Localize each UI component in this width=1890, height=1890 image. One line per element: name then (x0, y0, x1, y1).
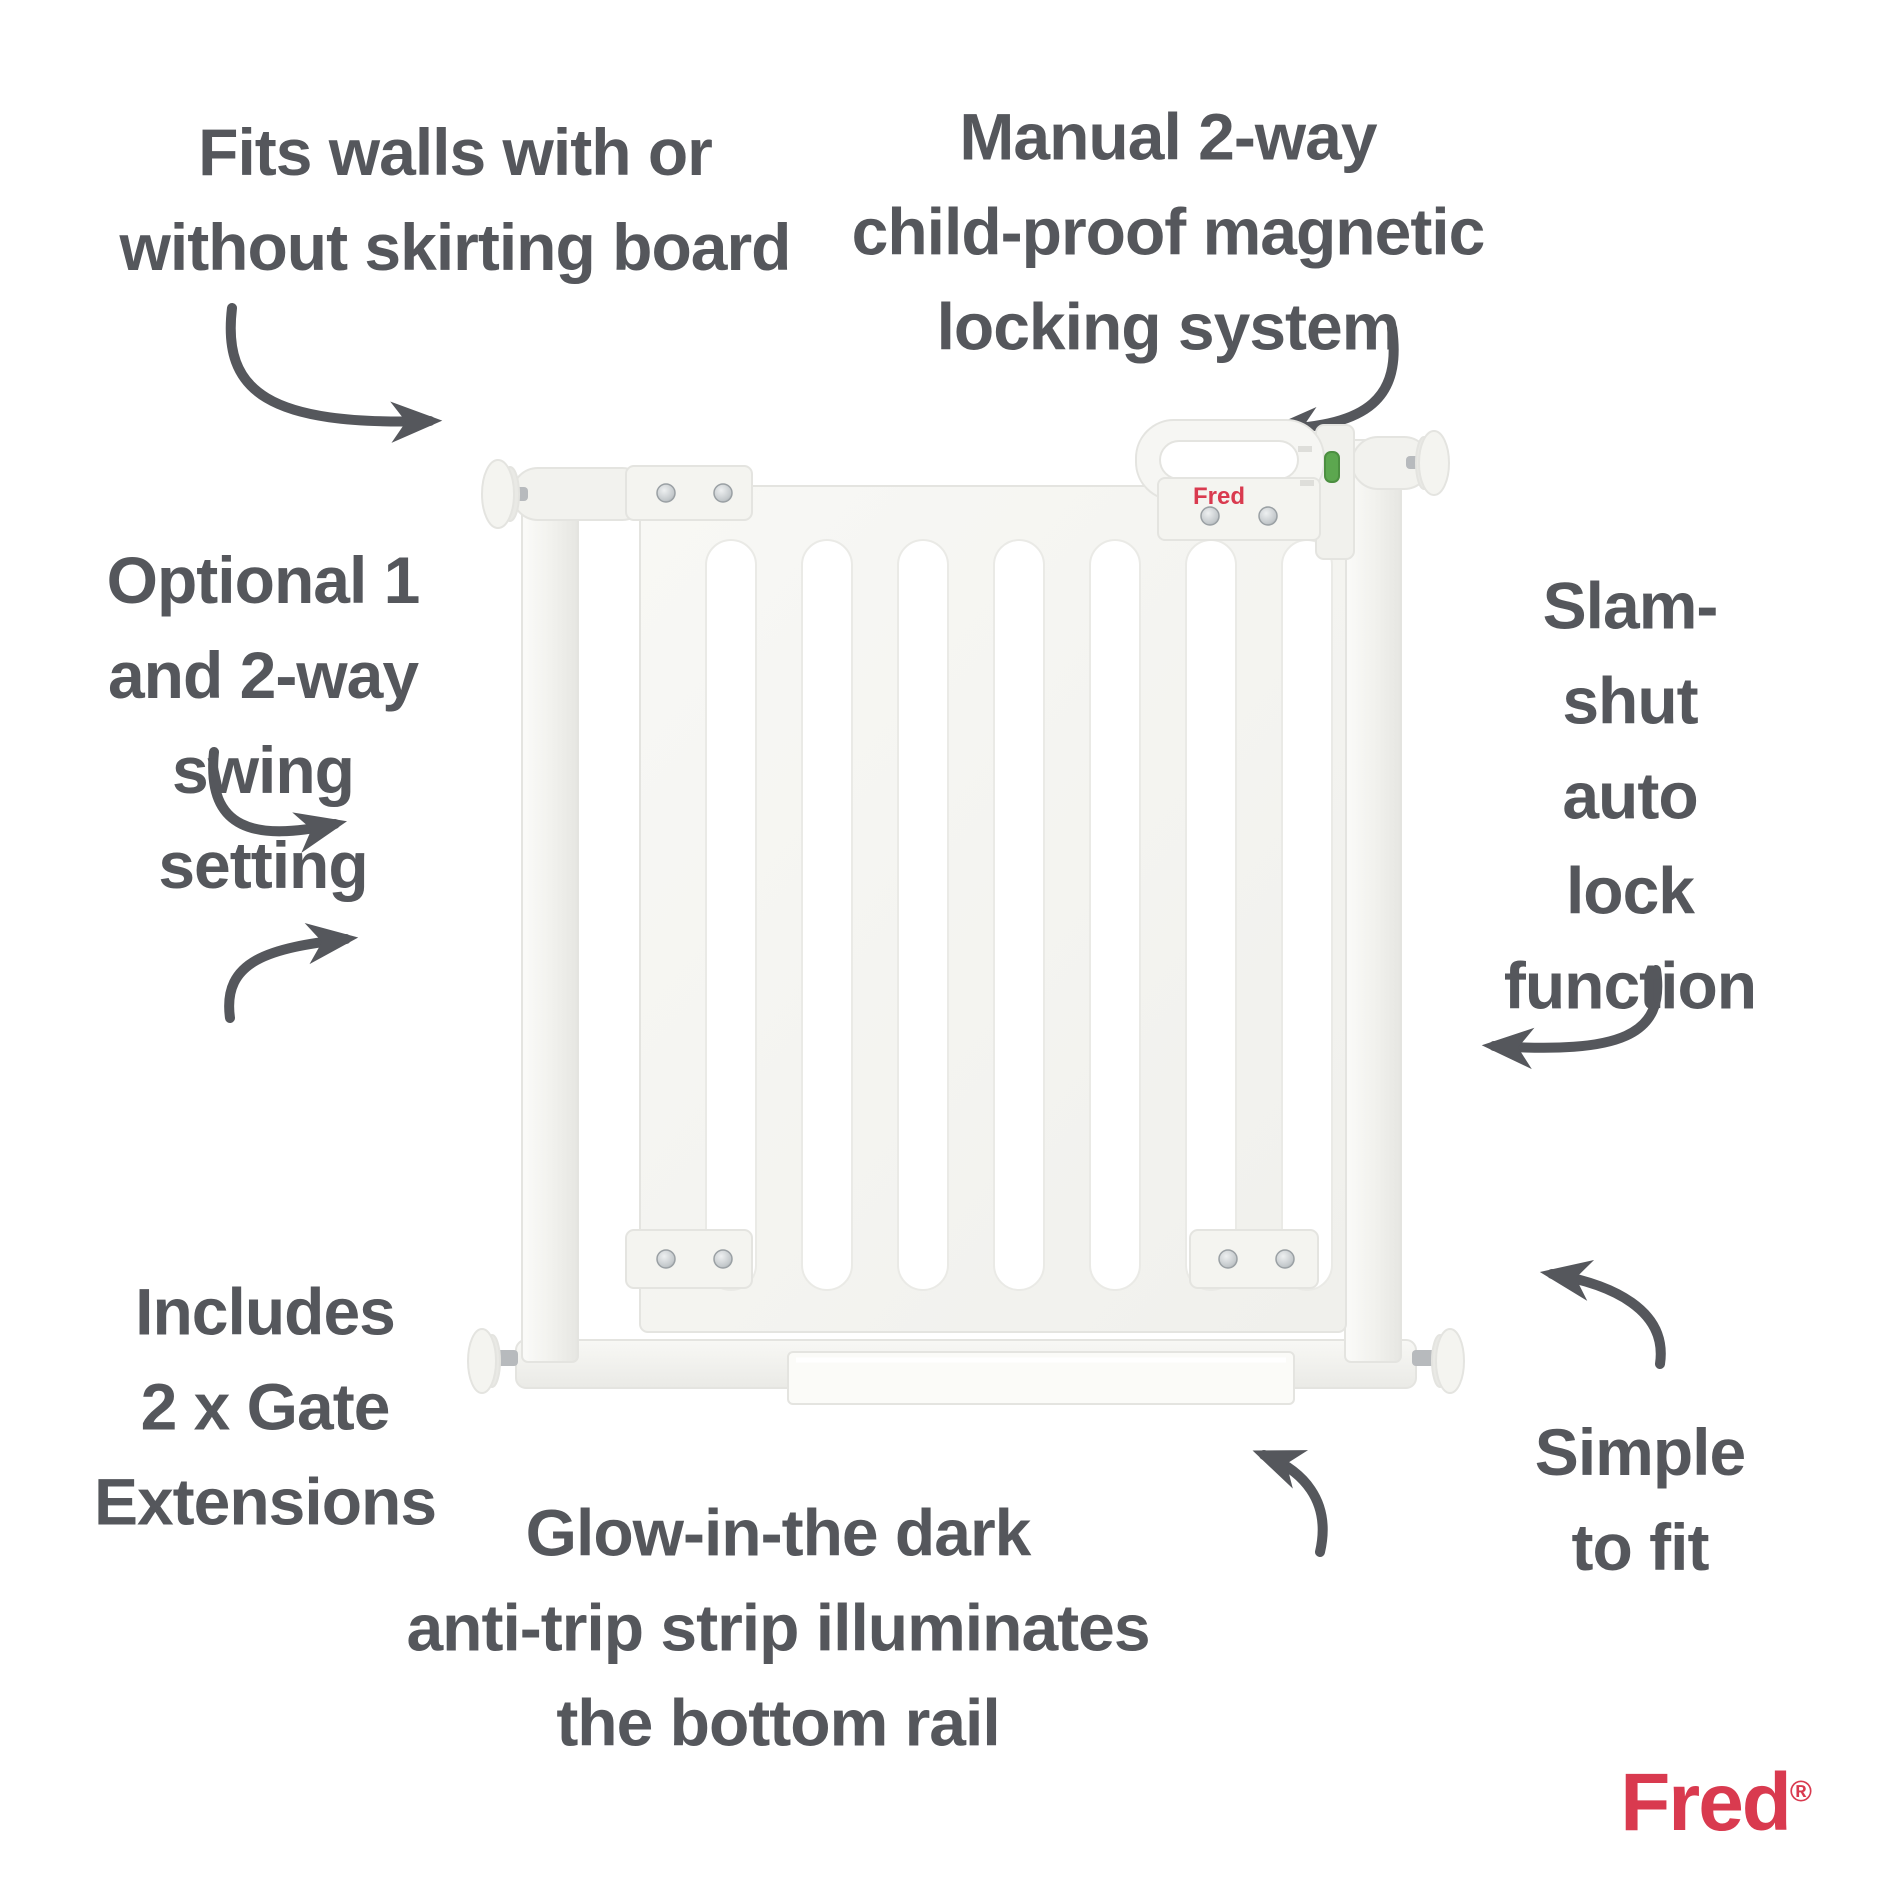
top-left-hinge-plate (625, 465, 753, 521)
mounting-plates (625, 465, 1319, 1289)
magnetic-lock-assembly: Fred (1135, 419, 1355, 560)
screw (713, 483, 733, 503)
lock-brand-label: Fred (1193, 483, 1245, 510)
arrow-gate-extensions (224, 923, 359, 1023)
arrow-fits-walls (225, 303, 443, 443)
annotation-arrows (208, 303, 1666, 1557)
arrow-simple-fit (1539, 1260, 1666, 1369)
screw (1275, 1249, 1295, 1269)
screw (1218, 1249, 1238, 1269)
slat-cutout (993, 539, 1045, 1291)
screw (1200, 506, 1220, 526)
left-top-wall-cup (481, 459, 515, 529)
gate-door-panel (639, 485, 1347, 1333)
arrow-glow-strip (1252, 1450, 1328, 1557)
left-bottom-wall-cup (467, 1328, 497, 1394)
feature-glow-strip: Glow-in-the dark anti-trip strip illumin… (406, 1495, 1150, 1760)
feature-fits-walls: Fits walls with or without skirting boar… (119, 115, 792, 284)
lock-plate (1157, 477, 1321, 541)
glow-anti-trip-strip (787, 1351, 1295, 1405)
brand-logo-text: Fred (1620, 1757, 1792, 1848)
slat-cutout (1281, 539, 1333, 1291)
feature-gate-extensions: Includes 2 x Gate Extensions (93, 1274, 437, 1539)
gate-right-post (1344, 439, 1402, 1363)
gate: Fred (467, 419, 1465, 1405)
lock-indicator-green (1324, 451, 1340, 483)
right-top-wall-cup (1418, 430, 1450, 496)
registered-trademark-icon: ® (1789, 1775, 1812, 1809)
lock-handle-cutout (1159, 440, 1299, 480)
slat-cutout (801, 539, 853, 1291)
screw (1258, 506, 1278, 526)
arrow-swing-setting (208, 747, 348, 853)
feature-swing-setting: Optional 1 and 2-way swing setting (106, 543, 421, 902)
right-bottom-wall-cup (1435, 1328, 1465, 1394)
slat-cutout (1185, 539, 1237, 1291)
slat-cutout (897, 539, 949, 1291)
bottom-right-hinge-plate (1189, 1229, 1319, 1289)
slat-cutout (1089, 539, 1141, 1291)
arrow-slam-shut (1481, 965, 1663, 1070)
bottom-left-hinge-plate (625, 1229, 753, 1289)
brand-logo: Fred® (1620, 1756, 1812, 1850)
screw (656, 1249, 676, 1269)
slat-cutout (705, 539, 757, 1291)
gate-left-post (521, 477, 579, 1363)
screw (656, 483, 676, 503)
feature-simple-fit: Simple to fit (1534, 1415, 1746, 1584)
screw (713, 1249, 733, 1269)
feature-magnetic-lock: Manual 2-way child-proof magnetic lockin… (851, 99, 1486, 364)
feature-slam-shut: Slam-shut auto lock function (1503, 568, 1757, 1023)
